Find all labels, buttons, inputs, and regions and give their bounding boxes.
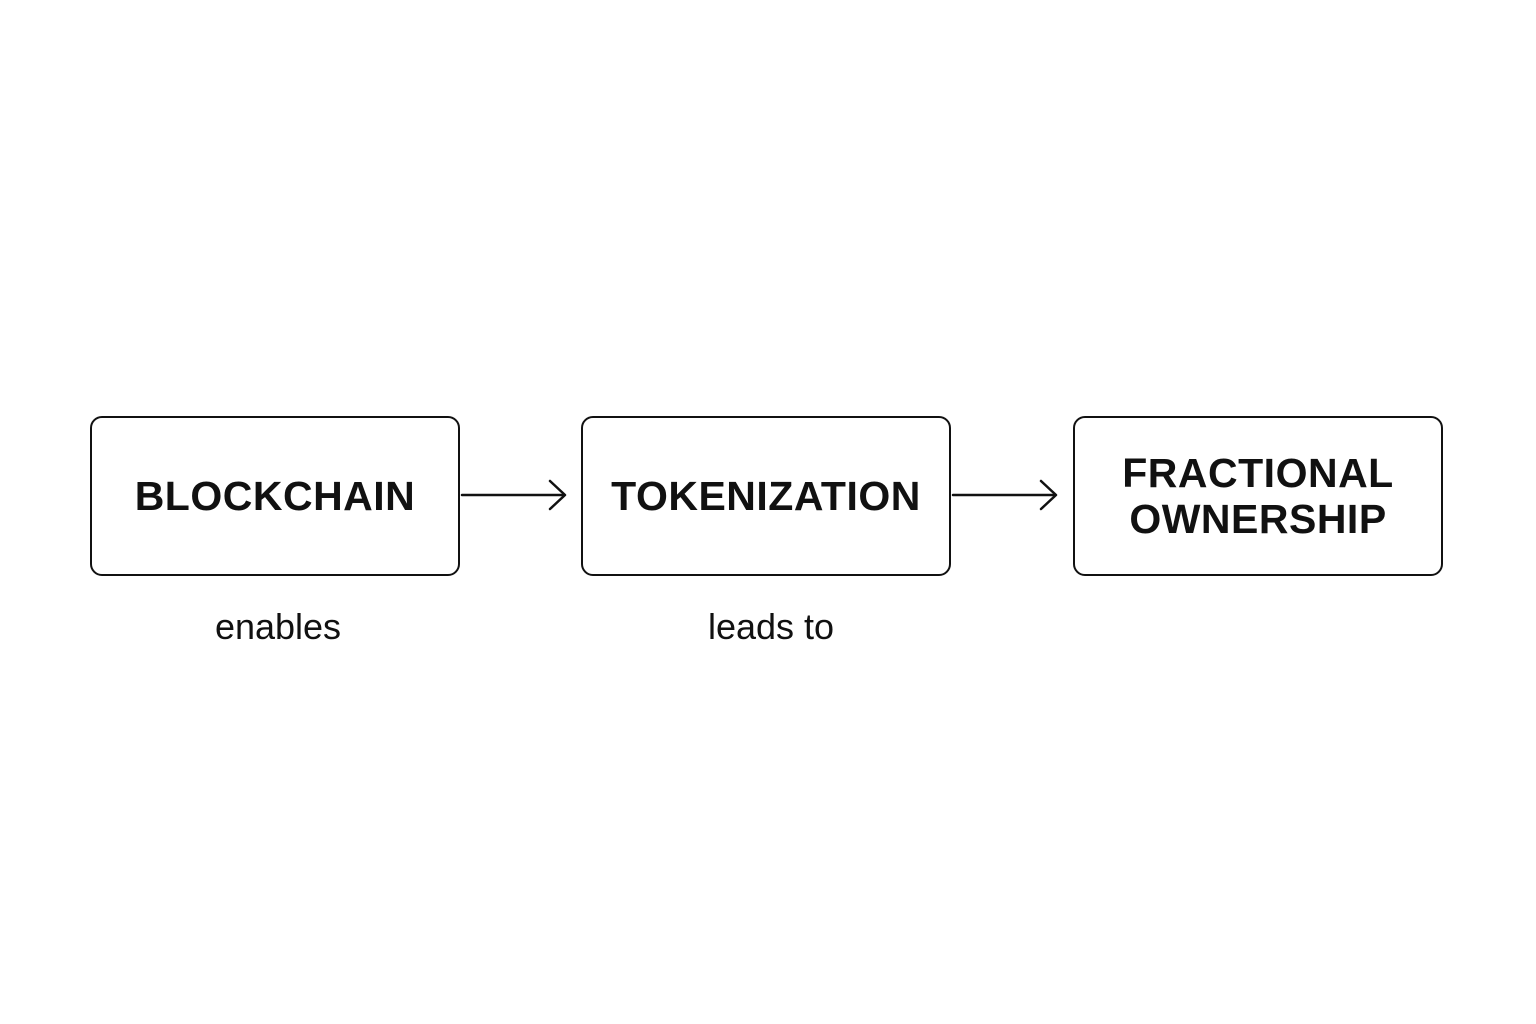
edge-label-enables: enables bbox=[214, 606, 342, 647]
node-tokenization: TOKENIZATION bbox=[581, 416, 951, 576]
node-tokenization-label: TOKENIZATION bbox=[611, 473, 921, 519]
node-tokenization-label-line: TOKENIZATION bbox=[611, 473, 921, 519]
node-fractional-ownership-label: FRACTIONAL OWNERSHIP bbox=[1122, 450, 1393, 542]
node-blockchain: BLOCKCHAIN bbox=[90, 416, 460, 576]
node-fractional-ownership: FRACTIONAL OWNERSHIP bbox=[1073, 416, 1443, 576]
node-blockchain-label: BLOCKCHAIN bbox=[135, 473, 416, 519]
edge-arrow-tokenization-fractional-ownership bbox=[951, 479, 1058, 511]
edge-arrow-blockchain-tokenization bbox=[460, 479, 567, 511]
node-fractional-ownership-label-line-1: FRACTIONAL bbox=[1122, 450, 1394, 496]
node-fractional-ownership-label-line-2: OWNERSHIP bbox=[1129, 496, 1387, 542]
node-blockchain-label-line: BLOCKCHAIN bbox=[134, 473, 416, 519]
edge-label-leads-to: leads to bbox=[707, 606, 835, 647]
